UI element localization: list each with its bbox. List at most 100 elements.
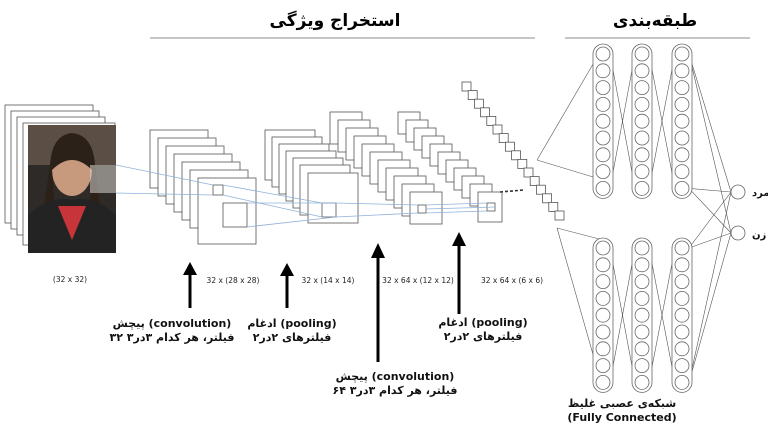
fc-neuron xyxy=(674,240,690,256)
output-label-female: زن xyxy=(752,230,767,241)
fc-edge xyxy=(536,159,604,181)
flattened-unit xyxy=(492,124,503,135)
fc-neuron xyxy=(595,80,611,95)
fc-neuron xyxy=(674,130,690,146)
fc-neuron xyxy=(674,63,690,79)
fc-neuron xyxy=(634,290,650,306)
fc-neuron xyxy=(674,113,690,129)
fc-neuron xyxy=(634,80,650,95)
flattened-vector xyxy=(461,81,565,221)
input-photo xyxy=(28,125,116,253)
fc-edge xyxy=(688,191,732,249)
fc-neuron xyxy=(674,290,690,306)
flattened-unit xyxy=(504,141,515,152)
fc-edge xyxy=(648,53,676,189)
fc-edge xyxy=(688,53,732,234)
fc-neuron xyxy=(674,97,690,112)
fc-neuron xyxy=(595,147,611,163)
fc-edge xyxy=(609,247,636,383)
pool2-arrow xyxy=(452,232,466,314)
fc-neuron xyxy=(595,341,611,357)
fc-neuron xyxy=(634,147,650,163)
fc-neuron xyxy=(595,240,611,256)
fc-neuron xyxy=(634,240,650,256)
fc-neuron xyxy=(634,164,650,180)
fc-neuron xyxy=(674,180,690,196)
fc-neuron xyxy=(595,358,611,374)
fc-layers xyxy=(592,43,746,393)
pool1-dim-label: 32 x (14 x 14) xyxy=(302,276,355,285)
fc-neuron xyxy=(595,290,611,306)
conv2-feature-maps xyxy=(329,111,443,225)
fc-neuron xyxy=(595,324,611,340)
flattened-unit xyxy=(467,90,478,100)
conv1-label-line1: پیچش (convolution) xyxy=(113,317,232,330)
fc-neuron xyxy=(674,147,690,163)
pool2-label-line2: فیلترهای ۲در۲ xyxy=(444,330,523,343)
conv2-arrow xyxy=(371,243,385,362)
flattened-unit xyxy=(548,201,559,212)
fc-neuron xyxy=(674,274,690,290)
fc-edge xyxy=(688,191,732,383)
flattened-unit xyxy=(511,150,522,161)
fc-neuron xyxy=(634,274,650,290)
fc-neuron xyxy=(595,46,611,62)
output-neuron xyxy=(730,184,746,200)
fc-neuron xyxy=(674,341,690,357)
conv2-label-line2: ۶۴ فیلتر، هر کدام ۳در۳ xyxy=(333,384,458,397)
fully-connected-network xyxy=(536,43,746,393)
flattened-unit xyxy=(486,116,497,126)
fc-neuron xyxy=(634,257,650,273)
fc-neuron xyxy=(674,358,690,374)
fc-neuron xyxy=(634,180,650,196)
pool1-label-line1: ادغام (pooling) xyxy=(247,317,336,330)
pool2-label-line1: ادغام (pooling) xyxy=(438,316,527,329)
flattened-unit xyxy=(517,158,528,169)
fc-edge xyxy=(536,46,604,161)
output-neuron xyxy=(730,225,746,241)
fc-neuron xyxy=(674,307,690,323)
flattened-unit xyxy=(461,81,472,92)
fc-neuron xyxy=(595,97,611,112)
fc-neuron xyxy=(634,307,650,323)
fc-neuron xyxy=(634,63,650,79)
fc-neuron xyxy=(634,324,650,340)
receptive-field-lines xyxy=(115,164,496,228)
flattened-unit xyxy=(498,133,509,144)
fc-neuron xyxy=(595,274,611,290)
fc-neuron xyxy=(595,307,611,323)
network-label-line1: شبکه‌ی عصبی غلیظ xyxy=(568,397,676,410)
classification-title: طبقه‌بندی xyxy=(613,11,697,31)
flattened-unit xyxy=(473,98,484,109)
fc-neuron xyxy=(674,374,690,390)
pool1-label-line2: فیلترهای ۲در۲ xyxy=(253,331,332,344)
fc-neuron xyxy=(634,341,650,357)
fc-neuron xyxy=(595,113,611,129)
fc-neuron xyxy=(634,113,650,129)
fc-edge xyxy=(688,232,732,383)
fc-edge xyxy=(556,227,604,241)
conv1-arrow xyxy=(183,262,197,308)
flattened-unit xyxy=(542,193,552,204)
fc-neuron xyxy=(634,46,650,62)
flattened-unit xyxy=(480,107,491,118)
conv1-label-line2: ۳۲ فیلتر، هر کدام ۳در۳ xyxy=(110,331,235,344)
output-label-male: مرد xyxy=(752,188,768,199)
fc-neuron xyxy=(595,164,611,180)
fc-neuron xyxy=(674,257,690,273)
fc-edge xyxy=(648,247,676,383)
fc-neuron xyxy=(595,374,611,390)
fc-connections xyxy=(536,46,732,390)
flattened-unit xyxy=(554,210,565,221)
pool1-arrow xyxy=(280,263,294,308)
fc-edge xyxy=(688,188,732,234)
flatten-connector xyxy=(499,189,525,193)
fc-neuron xyxy=(634,374,650,390)
fc-neuron xyxy=(595,180,611,196)
conv2-label-line1: پیچش (convolution) xyxy=(336,370,455,383)
network-label-line2: (Fully Connected) xyxy=(567,411,676,424)
fc-neuron xyxy=(595,257,611,273)
fc-neuron xyxy=(674,46,690,62)
pool2-feature-maps xyxy=(397,111,503,223)
